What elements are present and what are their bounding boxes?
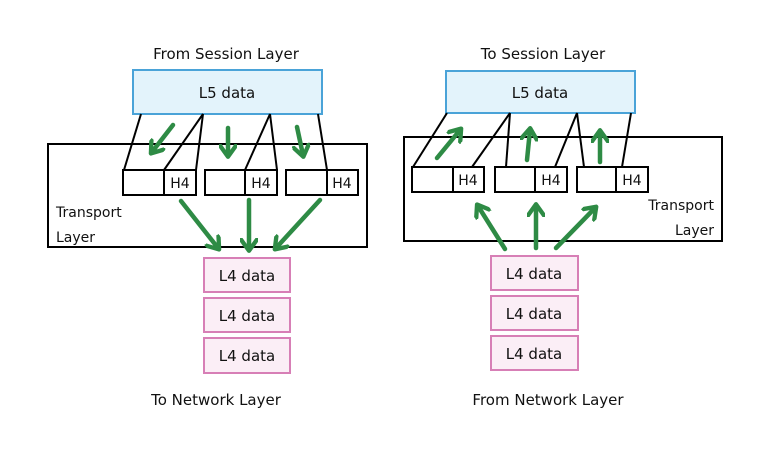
split-line (163, 113, 204, 171)
l4-box-label: L4 data (506, 265, 562, 283)
segment-header-label: H4 (332, 176, 352, 192)
arrow-down-icon (178, 198, 218, 248)
split-line (576, 112, 585, 168)
segment-header (534, 166, 568, 193)
split-line (123, 113, 142, 171)
segment-header (615, 166, 649, 193)
split-line (554, 112, 578, 168)
left-l4-box: L4 data (203, 337, 291, 374)
right-l4-box: L4 data (490, 295, 579, 331)
right-layer-label-line1: Transport (647, 198, 714, 214)
arrow-up-icon (553, 208, 595, 251)
segment-header-label: H4 (622, 173, 642, 189)
segment-header (452, 166, 485, 193)
right-segment: H4 (576, 166, 649, 193)
segment-header (163, 169, 197, 196)
left-session-box-label: L5 data (199, 84, 255, 102)
segment-data (494, 166, 536, 193)
arrow-down-icon (152, 122, 176, 152)
right-layer-label-line2: Layer (675, 223, 714, 239)
left-panel: From Session Layer L5 data Transport Lay… (47, 45, 368, 409)
split-line (244, 113, 271, 171)
left-segment: H4 (122, 169, 197, 196)
arrow-up-icon (434, 130, 460, 161)
arrow-up-icon (527, 130, 530, 163)
segment-header-label: H4 (458, 173, 478, 189)
segment-header (326, 169, 359, 196)
l4-box-label: L4 data (219, 267, 275, 285)
left-arrows (152, 122, 323, 249)
l4-box-label: L4 data (506, 305, 562, 323)
segment-data (122, 169, 165, 196)
segment-header-label: H4 (170, 176, 190, 192)
segment-header-label: H4 (541, 173, 561, 189)
l4-box-label: L4 data (219, 347, 275, 365)
left-segment: H4 (204, 169, 278, 196)
right-l4-box: L4 data (490, 255, 579, 291)
left-l4-box: L4 data (203, 257, 291, 293)
right-top-label: To Session Layer (480, 45, 606, 63)
l4-box-label: L4 data (219, 307, 275, 325)
segment-data (576, 166, 617, 193)
split-line (471, 112, 511, 168)
segment-header (244, 169, 278, 196)
right-panel: To Session Layer L5 data Transport Layer… (403, 45, 723, 409)
left-layer-label-line2: Layer (56, 230, 95, 246)
right-split-lines (412, 112, 632, 168)
l4-box-label: L4 data (506, 345, 562, 363)
arrow-down-icon (276, 197, 323, 248)
right-segment: H4 (411, 166, 485, 193)
split-line (505, 112, 511, 168)
arrow-down-icon (297, 124, 303, 155)
left-split-lines (123, 113, 328, 171)
right-session-box-label: L5 data (512, 84, 568, 102)
segment-data (204, 169, 246, 196)
segment-data (411, 166, 454, 193)
left-segment: H4 (285, 169, 359, 196)
left-top-label: From Session Layer (153, 45, 300, 63)
left-bottom-label: To Network Layer (150, 391, 282, 409)
right-arrows (434, 130, 600, 252)
split-line (195, 113, 204, 171)
split-line (269, 113, 278, 171)
split-line (412, 112, 448, 168)
segment-data (285, 169, 328, 196)
left-layer-label-line1: Transport (55, 205, 122, 221)
split-line (317, 113, 328, 171)
left-session-box (132, 69, 323, 115)
arrow-up-icon (478, 206, 508, 252)
right-segment: H4 (494, 166, 568, 193)
left-l4-box: L4 data (203, 297, 291, 333)
segment-header-label: H4 (251, 176, 271, 192)
right-session-box (445, 70, 636, 114)
split-line (621, 112, 632, 168)
right-bottom-label: From Network Layer (472, 391, 624, 409)
right-l4-box: L4 data (490, 335, 579, 371)
